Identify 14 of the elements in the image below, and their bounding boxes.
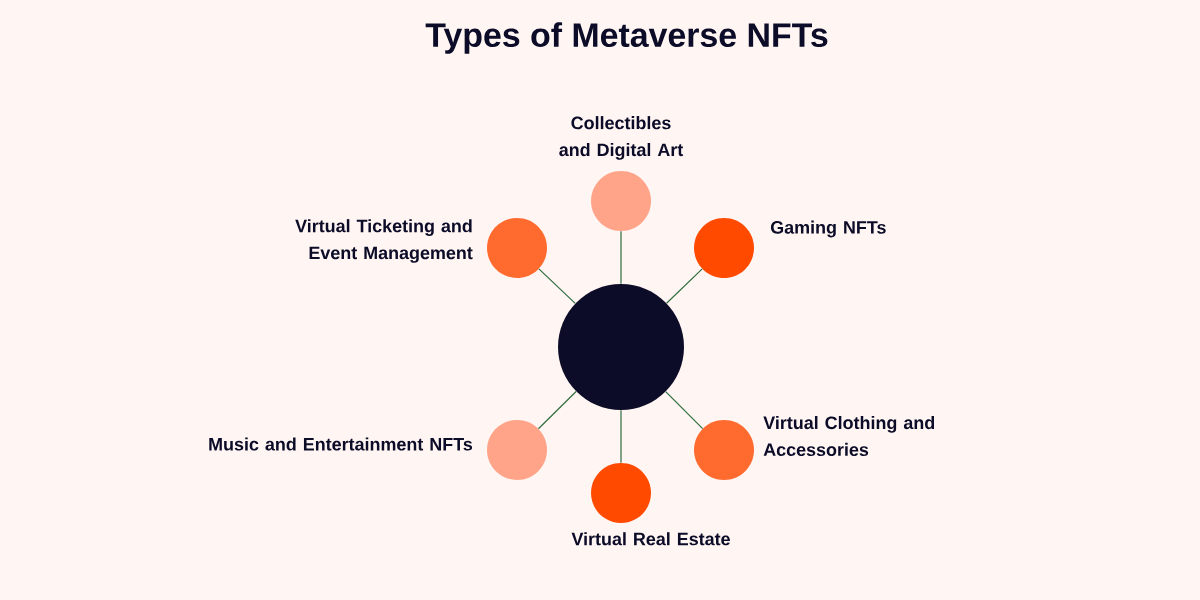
node-label: Gaming NFTs: [770, 220, 886, 238]
node-label: Virtual Ticketing and Event Management: [295, 219, 473, 263]
node-label: Collectibles and Digital Art: [559, 116, 684, 160]
title: Types of Metaverse NFTs: [425, 22, 828, 54]
circle: [558, 284, 684, 410]
node-label: Virtual Clothing and Accessories: [763, 415, 935, 457]
connector: [620, 409, 622, 464]
node-label: Music and Entertainment NFTs: [209, 437, 473, 451]
connector: [537, 390, 577, 430]
connector: [538, 268, 576, 305]
connector: [665, 391, 704, 430]
node-label: Virtual Real Estate: [571, 532, 730, 546]
connector: [620, 230, 622, 285]
connector: [665, 268, 703, 304]
